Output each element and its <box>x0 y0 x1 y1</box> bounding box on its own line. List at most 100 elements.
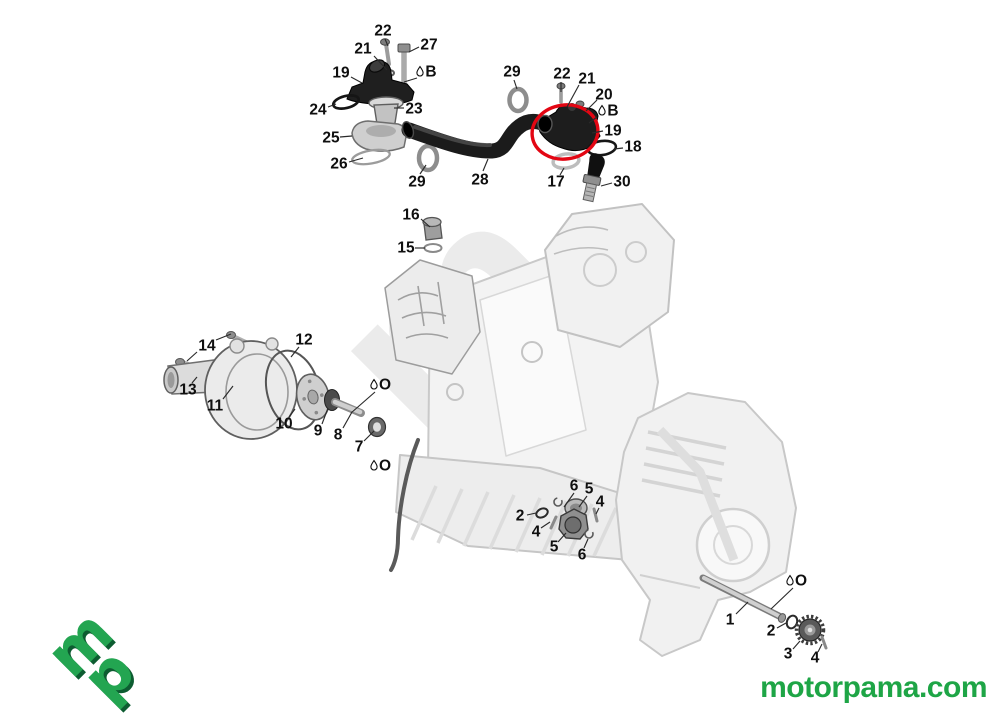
hose-28 <box>401 113 550 159</box>
callout-label-6-38: 6 <box>578 547 587 564</box>
leader-line-6 <box>563 492 575 508</box>
leader-line-22 <box>384 38 389 47</box>
clamp-29a <box>416 143 440 173</box>
circlip-6b <box>584 529 594 539</box>
leader-line-4 <box>817 643 823 653</box>
leader-line-13 <box>191 376 198 384</box>
callout-label-4-36: 4 <box>532 524 541 541</box>
leader-line-O <box>770 587 794 610</box>
callout-label-26-8: 26 <box>330 156 348 173</box>
drain-hose <box>389 438 420 572</box>
leader-line-18 <box>613 147 624 150</box>
leader-line-5 <box>557 532 567 543</box>
pin-4c <box>820 635 828 650</box>
pump-body-bore <box>564 516 582 534</box>
plug-16-head <box>422 216 442 228</box>
leader-line-19 <box>591 130 604 134</box>
callout-label-22-12: 22 <box>553 66 570 83</box>
callout-label-30-19: 30 <box>613 174 630 191</box>
callout-label-16-20: 16 <box>402 207 420 224</box>
highlight-circle <box>530 103 600 161</box>
oring-2b <box>535 507 549 519</box>
callout-label-14-22: 14 <box>198 338 216 355</box>
water-pump-group <box>163 331 387 440</box>
leader-line-B <box>403 77 418 83</box>
cylinder-head-left <box>384 259 481 375</box>
callout-label-21-2: 21 <box>354 41 372 58</box>
leader-line-21 <box>373 55 388 71</box>
oring-17 <box>551 152 581 170</box>
callout-label-6-32: 6 <box>570 478 579 495</box>
crankcase-right <box>615 392 797 657</box>
leader-line-11 <box>222 385 234 400</box>
callout-label-25-7: 25 <box>322 130 340 147</box>
hose-28-opening <box>401 121 415 139</box>
oil-droplet-icon <box>416 65 424 77</box>
leader-line-2 <box>526 512 537 516</box>
callout-label-10-26: 10 <box>275 416 292 433</box>
oil-droplet-icon <box>370 378 378 390</box>
seal-7-bore <box>373 422 381 432</box>
site-url: motorpama.com <box>760 671 987 704</box>
callout-label-20-14: 20 <box>595 87 612 104</box>
leader-line-B <box>588 116 598 124</box>
bolt-14a-head <box>226 331 236 339</box>
shaft-1 <box>702 576 781 618</box>
cylinder-head-right <box>544 203 675 348</box>
callout-label-22-0: 22 <box>374 23 391 40</box>
callout-label-B-15: B <box>607 103 618 120</box>
oil-droplet-icon <box>598 104 606 116</box>
callout-label-8-28: 8 <box>334 427 343 444</box>
leader-line-8 <box>342 411 353 429</box>
callout-label-21-13: 21 <box>578 71 596 88</box>
leader-line-21 <box>566 84 580 108</box>
callout-label-12-25: 12 <box>295 332 312 349</box>
mp-logo: m p m p <box>33 597 152 714</box>
outlet-port <box>537 114 553 134</box>
leader-line-29 <box>419 164 427 175</box>
callout-label-B-4: B <box>425 64 436 81</box>
pump-boss <box>265 337 279 351</box>
leader-line-3 <box>792 640 801 650</box>
callout-label-1-40: 1 <box>726 612 735 629</box>
plug-group <box>422 216 443 253</box>
leader-line-10 <box>288 408 296 418</box>
leader-line-24 <box>327 103 337 108</box>
callout-label-29-9: 29 <box>408 174 426 191</box>
pump-cover-inner <box>225 353 289 431</box>
pump-snout-bore <box>167 372 175 388</box>
callout-label-17-18: 17 <box>547 174 564 191</box>
leader-line-1 <box>735 601 749 615</box>
callout-label-29-11: 29 <box>503 64 521 81</box>
callout-label-O-31: O <box>379 458 391 475</box>
leader-line-12 <box>290 346 300 358</box>
bolt-27-head <box>397 43 411 53</box>
pin-4b <box>592 507 599 523</box>
head-left-details <box>397 281 449 339</box>
pump-boss <box>229 338 245 354</box>
oil-droplet-icon <box>786 574 794 586</box>
callout-label-13-23: 13 <box>179 382 197 399</box>
callout-label-O-39: O <box>795 573 807 590</box>
callout-label-2-41: 2 <box>767 623 776 640</box>
bolt-hole <box>521 341 543 363</box>
clamp-29b <box>507 86 529 114</box>
leader-line-9 <box>321 407 329 425</box>
leader-line-29 <box>513 79 518 90</box>
impeller-10 <box>295 373 331 421</box>
gear-3-teeth <box>794 614 826 646</box>
shaft-gear-group <box>699 574 828 650</box>
cover-25-bore <box>366 125 396 137</box>
callout-label-2-35: 2 <box>516 508 525 525</box>
callout-label-27-1: 27 <box>420 37 437 54</box>
oring-26 <box>351 148 391 166</box>
callout-label-O-30: O <box>379 377 391 394</box>
head-right-details <box>553 226 609 255</box>
callout-label-4-34: 4 <box>596 494 605 511</box>
bolt-hole <box>446 383 464 401</box>
hose-group <box>401 86 550 159</box>
callout-label-11-24: 11 <box>207 398 224 415</box>
leader-line-5 <box>578 495 588 508</box>
